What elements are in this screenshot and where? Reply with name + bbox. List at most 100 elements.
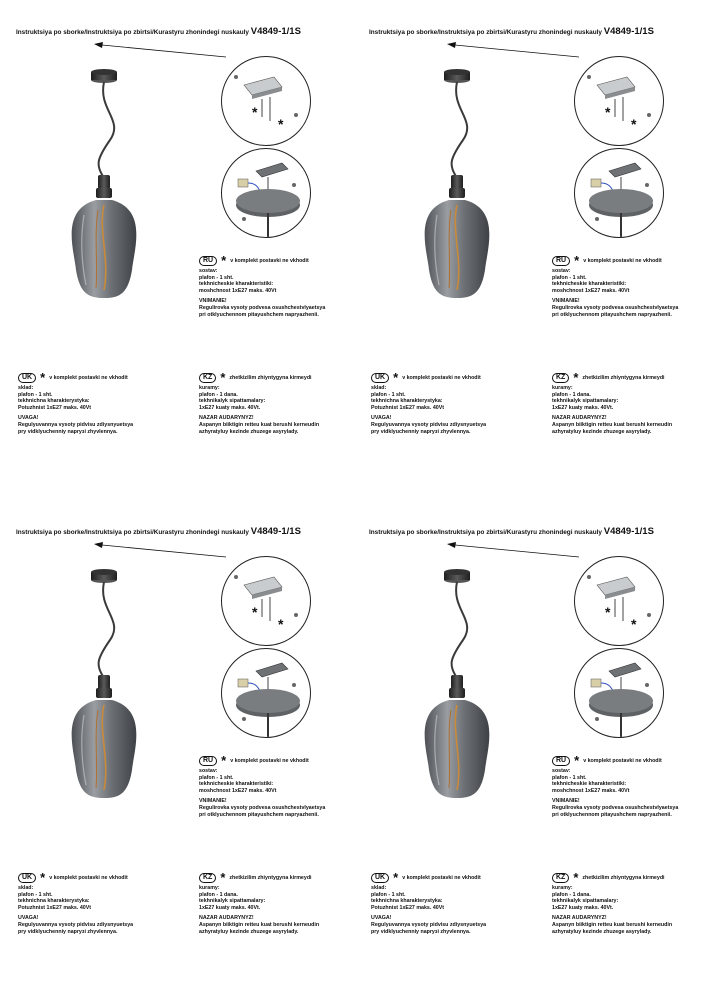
uk-section: UK*v komplekt postavki ne vkhodit sklad:… — [371, 370, 531, 435]
bracket-detail: * * — [221, 556, 311, 646]
text-line: kuramy: — [199, 385, 220, 391]
star-icon: * — [573, 870, 579, 885]
text-line: 1xE27 kuaty maks. 40Vt. — [552, 904, 614, 911]
warning-line: azhyratyluy kezinde zhuzege asyryladу. — [199, 428, 299, 435]
warning-line: azhyratyluy kezinde zhuzege asyryladу. — [199, 928, 299, 935]
text-line: tekhnikalyk sipattamalary: — [199, 398, 266, 405]
canopy-detail — [574, 148, 664, 238]
canopy-detail — [221, 148, 311, 238]
lang-badge-uk: UK — [18, 873, 37, 883]
bracket-detail: * * — [574, 56, 664, 146]
not-included-note: v komplekt postavki ne vkhodit — [402, 874, 481, 881]
warning-line: pry vidklyuchenniy naprузi zhyvlennya. — [371, 928, 471, 935]
uk-section: UK*v komplekt postavki ne vkhodit sklad:… — [18, 370, 178, 435]
warning-title: UVAGA! — [371, 415, 392, 422]
text-line: kuramy: — [552, 385, 573, 391]
warning-title: NAZAR AUDARYNYZ! — [199, 915, 254, 922]
lang-badge-kz: KZ — [552, 373, 570, 383]
warning-line: Aspanyn biiktigin retteu kuat berushi ke… — [199, 421, 320, 428]
text-line: sklad: — [371, 885, 387, 891]
text-line: tekhnikalyk sipattamalary: — [199, 898, 266, 905]
text-line: sostav: — [199, 768, 218, 774]
text-line: kuramy: — [199, 885, 220, 891]
not-included-note: zhetkizilim zhiyntygyna kirmeydi — [229, 374, 312, 381]
text-line: kuramy: — [552, 885, 573, 891]
warning-line: Regulyuvannya vysoty pidvisu zdiysnyuets… — [18, 421, 134, 428]
warning-line: Regulyuvannya vysoty pidvisu zdiysnyuets… — [371, 421, 487, 428]
not-included-note: v komplekt postavki ne vkhodit — [230, 257, 309, 264]
warning-title: UVAGA! — [18, 915, 39, 922]
sheet-title: Instruktsiya po sborke/Instruktsiya po z… — [16, 26, 346, 37]
not-included-note: v komplekt postavki ne vkhodit — [49, 374, 128, 381]
star-icon: * — [221, 253, 227, 268]
warning-line: pry vidklyuchenniy naprузi zhyvlennya. — [18, 928, 118, 935]
text-line: 1xE27 kuaty maks. 40Vt. — [552, 404, 614, 411]
arrow-icon — [447, 42, 579, 58]
text-line: Potuzhnist 1xE27 maks. 40Vt — [18, 404, 92, 411]
uk-section: UK*v komplekt postavki ne vkhodit sklad:… — [371, 871, 531, 935]
instruction-sheet: Instruktsiya po sborke/Instruktsiya po z… — [353, 500, 706, 1000]
warning-line: pri otklyuchennom pitayushchem napryazhe… — [199, 311, 319, 318]
warning-title: VNIMANIE! — [199, 298, 227, 305]
arrow-icon — [94, 42, 226, 58]
not-included-note: v komplekt postavki ne vkhodit — [583, 757, 662, 764]
text-line: moshchnost 1xE27 maks. 40Vt — [552, 287, 630, 294]
sheet-title: Instruktsiya po sborke/Instruktsiya po z… — [369, 26, 699, 37]
star-icon: * — [631, 616, 637, 632]
model-number: V4849-1/1S — [603, 526, 654, 537]
lang-badge-uk: UK — [18, 373, 37, 383]
warning-line: pri otklyuchennom pitayushchem napryazhe… — [552, 311, 672, 318]
text-line: sostav: — [552, 768, 571, 774]
lang-badge-uk: UK — [371, 873, 390, 883]
lang-badge-ru: RU — [199, 756, 218, 766]
lang-badge-uk: UK — [371, 373, 390, 383]
model-number: V4849-1/1S — [603, 26, 654, 37]
not-included-note: zhetkizilim zhiyntygyna kirmeydi — [229, 874, 312, 881]
model-number: V4849-1/1S — [250, 526, 301, 537]
ru-section: RU*v komplekt postavki ne vkhodit sostav… — [199, 754, 349, 818]
lamp-illustration — [71, 569, 137, 798]
lang-badge-kz: KZ — [552, 873, 570, 883]
uk-section: UK*v komplekt postavki ne vkhodit sklad:… — [18, 871, 178, 935]
warning-line: Regulirovka vysoty podvesa osushchestvly… — [199, 304, 326, 311]
warning-title: NAZAR AUDARYNYZ! — [552, 415, 607, 422]
star-icon: * — [393, 370, 399, 385]
text-line: plafon - 1 sht. — [371, 391, 406, 398]
lang-badge-ru: RU — [552, 256, 571, 266]
star-icon: * — [252, 104, 258, 120]
text-line: plafon - 1 sht. — [552, 774, 587, 781]
text-line: moshchnost 1xE27 maks. 40Vt — [199, 787, 277, 794]
text-line: tekhnikalyk sipattamalary: — [552, 898, 619, 905]
star-icon: * — [220, 370, 226, 385]
text-line: plafon - 1 dana. — [552, 391, 591, 398]
warning-line: Regulirovka vysoty podvesa osushchestvly… — [552, 304, 679, 311]
text-line: sostav: — [552, 268, 571, 274]
text-line: tekhnichna kharakterystyka: — [18, 898, 90, 905]
star-icon: * — [573, 370, 579, 385]
star-icon: * — [631, 116, 637, 132]
canopy-detail — [221, 648, 311, 738]
text-line: tekhnichna kharakterystyka: — [18, 398, 90, 405]
text-line: plafon - 1 sht. — [18, 891, 53, 898]
instruction-sheet: Instruktsiya po sborke/Instruktsiya po z… — [353, 0, 706, 500]
star-icon: * — [40, 370, 46, 385]
title-prefix: Instruktsiya po sborke/Instruktsiya po z… — [16, 529, 249, 536]
text-line: tekhnicheskie kharakteristiki: — [199, 781, 274, 788]
warning-line: azhyratyluy kezinde zhuzege asyryladу. — [552, 428, 652, 435]
lamp-illustration — [424, 569, 490, 798]
not-included-note: v komplekt postavki ne vkhodit — [49, 874, 128, 881]
text-line: plafon - 1 sht. — [199, 274, 234, 281]
kz-section: KZ*zhetkizilim zhiyntygyna kirmeydi kura… — [199, 370, 349, 435]
ru-section: RU*v komplekt postavki ne vkhodit sostav… — [552, 254, 702, 318]
star-icon: * — [605, 104, 611, 120]
text-line: Potuzhnist 1xE27 maks. 40Vt — [18, 904, 92, 911]
warning-line: pri otklyuchennom pitayushchem napryazhe… — [552, 811, 672, 818]
star-icon: * — [252, 604, 258, 620]
text-line: tekhnicheskie kharakteristiki: — [552, 781, 627, 788]
sheet-title: Instruktsiya po sborke/Instruktsiya po z… — [16, 526, 346, 537]
model-number: V4849-1/1S — [250, 26, 301, 37]
text-line: plafon - 1 sht. — [371, 891, 406, 898]
star-icon: * — [220, 870, 226, 885]
warning-title: NAZAR AUDARYNYZ! — [552, 915, 607, 922]
text-line: tekhnichna kharakterystyka: — [371, 398, 443, 405]
